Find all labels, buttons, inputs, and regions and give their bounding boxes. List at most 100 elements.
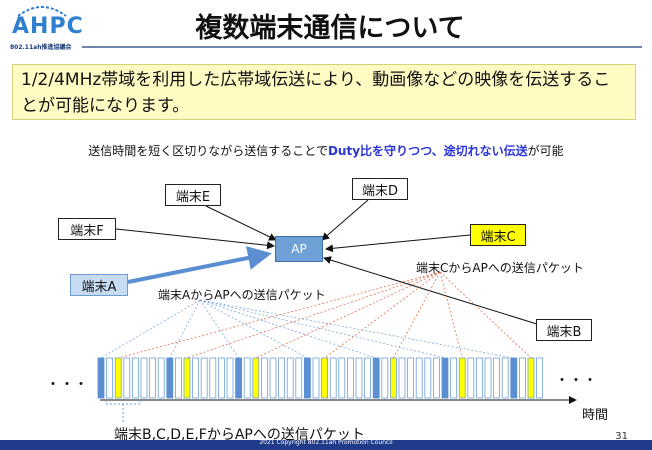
packet-other: [106, 357, 113, 399]
packet-slots: [97, 357, 543, 399]
logo-text: AHPC: [12, 14, 84, 39]
terminal-a-packet-label: 端末AからAPへの送信パケット: [158, 288, 326, 302]
terminal-c: 端末C: [470, 224, 526, 246]
packet-terminal-c: [389, 357, 397, 399]
arrow-a-to-ap: [127, 246, 272, 284]
packet-other: [475, 357, 483, 399]
packet-other: [346, 357, 354, 399]
packet-other: [312, 357, 320, 399]
packet-terminal-a: [372, 357, 380, 399]
pointer-line-a: [100, 299, 201, 359]
pointer-line-c: [439, 271, 463, 359]
packet-terminal-c: [321, 357, 329, 399]
packet-terminal-c: [252, 357, 260, 399]
packet-other: [467, 357, 475, 399]
packet-terminal-c: [114, 357, 122, 399]
packet-terminal-a: [166, 357, 174, 399]
bracket-others: [105, 400, 141, 405]
summary-part-2: が可能: [527, 144, 564, 158]
packet-other: [484, 357, 492, 399]
pointer-line-c: [324, 271, 441, 359]
packet-terminal-a: [441, 357, 449, 399]
pointer-line-a: [199, 299, 377, 359]
summary-part-1: 送信時間を短く区切りながら送信することで: [88, 144, 328, 158]
arrow-c-to-ap: [325, 234, 471, 253]
packet-other: [131, 357, 139, 399]
packet-other: [501, 357, 509, 399]
terminal-b: 端末B: [536, 319, 592, 341]
packet-other: [209, 357, 217, 399]
packet-terminal-c: [527, 357, 535, 399]
terminal-c-packet-label: 端末CからAPへの送信パケット: [416, 261, 584, 275]
page-number: 31: [615, 431, 628, 442]
packet-other: [355, 357, 363, 399]
packet-other: [278, 357, 286, 399]
packet-other: [157, 357, 165, 399]
packet-pointer-lines: [100, 271, 532, 359]
ahpc-logo: AHPC 802.11ah推進協議会: [6, 4, 83, 52]
terminal-a: 端末A: [70, 274, 128, 296]
packet-other: [217, 357, 225, 399]
packet-other: [269, 357, 277, 399]
pointer-line-a: [199, 299, 239, 359]
pointer-line-c: [439, 271, 532, 359]
arrow-d-to-ap: [321, 199, 369, 241]
ap-node: AP: [275, 236, 323, 262]
pointer-line-c: [186, 271, 441, 359]
pointer-line-c: [255, 271, 441, 359]
ellipsis-right: ・・・: [555, 373, 597, 389]
packet-other: [519, 357, 526, 399]
ellipsis-left: ・・・: [46, 377, 88, 393]
packet-other: [226, 357, 234, 399]
logo-subtitle: 802.11ah推進協議会: [10, 44, 72, 51]
pointer-line-a: [199, 299, 308, 359]
title-divider: [82, 46, 642, 48]
packet-other: [260, 357, 268, 399]
packet-other: [381, 357, 389, 399]
terminal-d: 端末D: [352, 178, 408, 200]
intro-callout: 1/2/4MHz帯域を利用した広帯域伝送により、動画像などの映像を伝送することが…: [12, 64, 636, 120]
packet-other: [123, 357, 131, 399]
arrow-e-to-ap: [205, 205, 277, 241]
footer-bar: [0, 440, 652, 450]
packet-other: [200, 357, 208, 399]
packet-other: [338, 357, 346, 399]
packet-other: [536, 357, 543, 399]
packet-other: [450, 357, 458, 399]
arrows-to-ap: [115, 199, 541, 326]
packet-other: [493, 357, 501, 399]
packet-other: [364, 357, 372, 399]
packet-terminal-c: [458, 357, 466, 399]
packet-other: [407, 357, 415, 399]
packet-other: [295, 357, 303, 399]
packet-terminal-c: [183, 357, 191, 399]
packet-terminal-a: [303, 357, 311, 399]
pointer-line-c: [393, 271, 441, 359]
packet-other: [286, 357, 294, 399]
packet-terminal-a: [510, 357, 518, 399]
packet-other: [398, 357, 406, 399]
arrow-b-to-ap: [323, 256, 541, 326]
pointer-line-a: [199, 299, 514, 359]
terminal-f: 端末F: [58, 218, 116, 240]
arrow-f-to-ap: [115, 228, 275, 250]
packet-other: [424, 357, 432, 399]
packet-other: [149, 357, 157, 399]
signal-arc-icon: [17, 6, 67, 17]
page-title: 複数端末通信について: [195, 13, 465, 44]
other-terminals-packet-label: 端末B,C,D,E,FからAPへの送信パケット: [114, 427, 365, 443]
packet-other: [192, 357, 200, 399]
pointer-line-a: [169, 299, 201, 359]
pointer-line-c: [118, 271, 441, 359]
packet-terminal-a: [97, 357, 105, 399]
packet-other: [140, 357, 148, 399]
packet-other: [329, 357, 337, 399]
copyright-footer: 2021 Copyright 802.11ah Promotion Counci…: [259, 439, 393, 446]
packet-other: [432, 357, 440, 399]
terminal-e: 端末E: [165, 184, 221, 206]
summary-sentence: 送信時間を短く区切りながら送信することでDuty比を守りつつ、途切れない伝送が可…: [0, 142, 652, 159]
packet-other: [415, 357, 423, 399]
packet-other: [174, 357, 182, 399]
packet-other: [243, 357, 251, 399]
